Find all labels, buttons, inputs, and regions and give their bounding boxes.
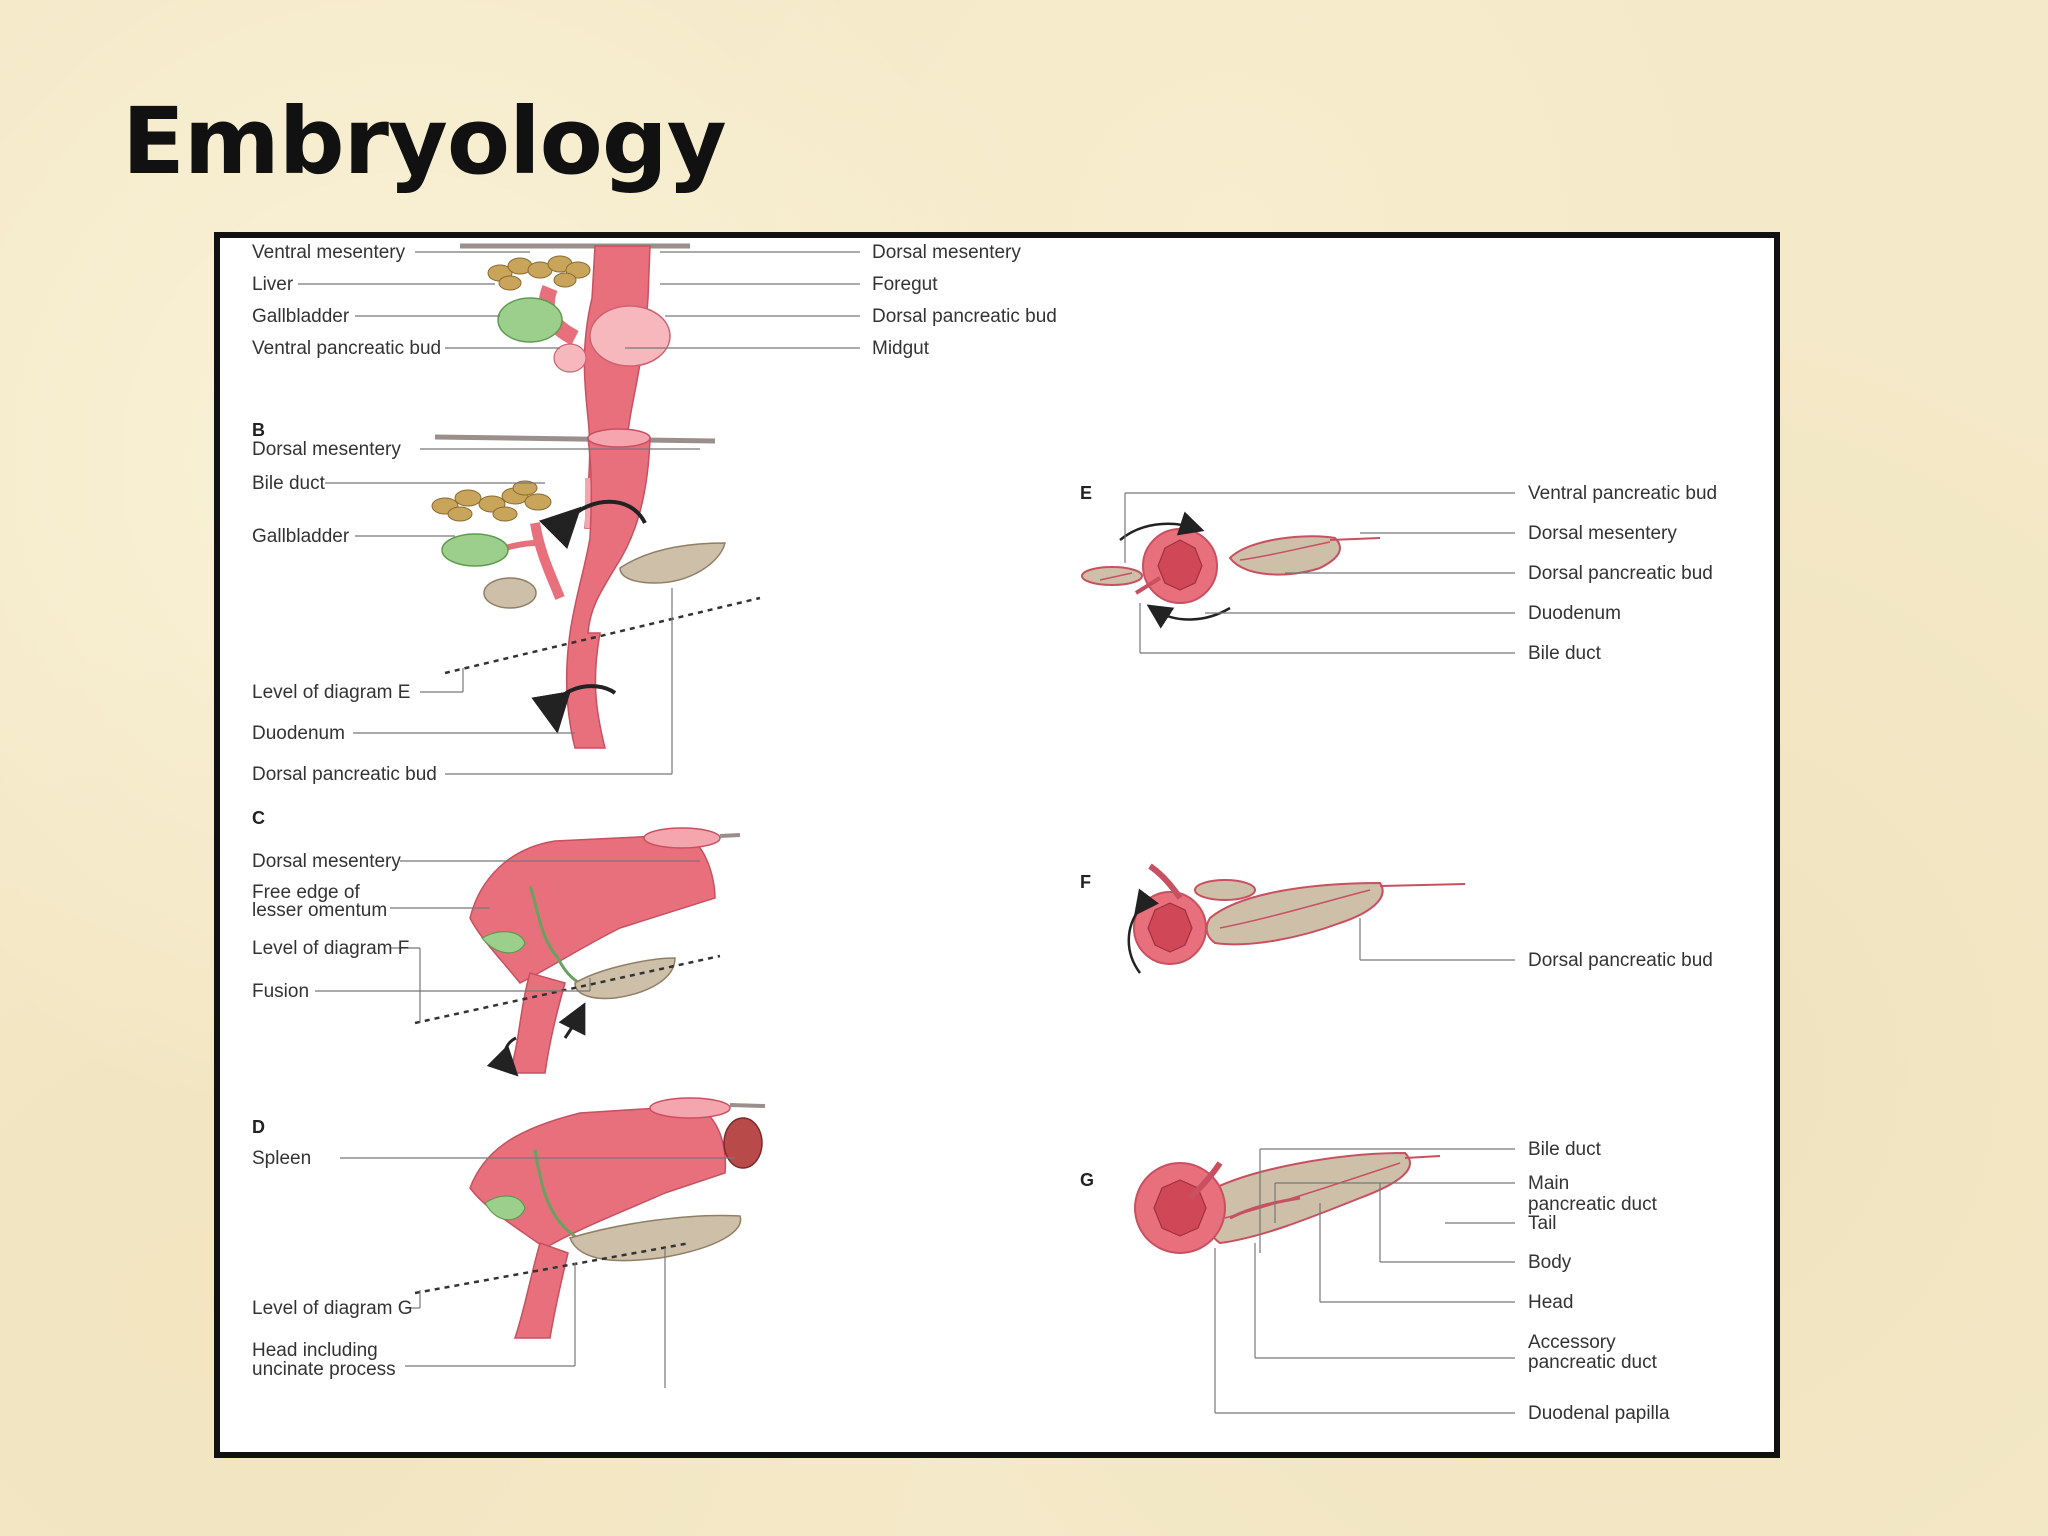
- label-lesser-omentum: lesser omentum: [252, 900, 387, 921]
- label-bile-duct-g: Bile duct: [1528, 1139, 1602, 1160]
- label-main-pancreatic-duct: pancreatic duct: [1528, 1194, 1658, 1215]
- label-dorsal-pancreatic-bud-f: Dorsal pancreatic bud: [1528, 950, 1713, 971]
- label-spleen: Spleen: [252, 1148, 311, 1169]
- mature-pancreas: [1202, 1151, 1411, 1245]
- gallbladder-b: [441, 533, 509, 567]
- pancreas-development-diagram: Ventral mesentery Liver Gallbladder Vent…: [252, 242, 1717, 1424]
- panel-letter-d: D: [252, 1117, 265, 1137]
- duodenum-c: [509, 972, 566, 1074]
- panel-letter-e: E: [1080, 483, 1092, 503]
- label-body: Body: [1528, 1252, 1572, 1273]
- label-level-diagram-g: Level of diagram G: [252, 1298, 413, 1319]
- ventral-bud-e: [1081, 566, 1143, 586]
- liver-cords-b: [431, 480, 552, 522]
- level-line-e: [444, 596, 761, 675]
- label-accessory: Accessory: [1528, 1332, 1616, 1353]
- label-fusion: Fusion: [252, 981, 309, 1002]
- label-duodenal-papilla: Duodenal papilla: [1528, 1403, 1670, 1424]
- label-gallbladder-b: Gallbladder: [252, 526, 350, 547]
- dorsal-pancreatic-bud-b: [619, 542, 726, 584]
- label-ventral-pancreatic-bud-e: Ventral pancreatic bud: [1528, 483, 1717, 504]
- label-accessory-pancreatic-duct: pancreatic duct: [1528, 1352, 1658, 1373]
- panel-g: G Bile duct Main pancreatic duct Tail Bo…: [1080, 1139, 1670, 1424]
- label-gallbladder-a: Gallbladder: [252, 306, 350, 327]
- liver-cords-a: [487, 255, 591, 291]
- label-dorsal-pancreatic-bud-e: Dorsal pancreatic bud: [1528, 563, 1713, 584]
- rotation-arrow-lower: [531, 684, 617, 734]
- label-bile-duct-e: Bile duct: [1528, 643, 1602, 664]
- bile-duct-b: [530, 522, 565, 600]
- panel-letter-c: C: [252, 808, 265, 828]
- gallbladder-c: [481, 931, 526, 954]
- level-line-f: [414, 954, 721, 1025]
- gallbladder-a: [497, 297, 563, 343]
- label-level-diagram-e: Level of diagram E: [252, 682, 410, 703]
- panel-b: B Dorsal mesentery Bile duct: [252, 420, 761, 785]
- label-dorsal-mesentery-b: Dorsal mesentery: [252, 439, 401, 460]
- label-ventral-mesentery: Ventral mesentery: [252, 242, 406, 263]
- ventral-pancreatic-bud-a: [553, 343, 587, 373]
- label-duodenum-b: Duodenum: [252, 723, 345, 744]
- label-ventral-pancreatic-bud-a: Ventral pancreatic bud: [252, 338, 441, 359]
- duodenum-d: [513, 1242, 569, 1339]
- gallbladder-d: [484, 1195, 526, 1221]
- stomach-d: [469, 1105, 727, 1249]
- label-liver: Liver: [252, 274, 294, 295]
- panel-e: E Ventral pancreatic bud Dorsal mesenter…: [1080, 483, 1717, 664]
- rotation-arrow-upper: [538, 499, 647, 550]
- label-midgut: Midgut: [872, 338, 930, 359]
- bile-duct-e: [1134, 576, 1162, 595]
- slide-title: Embryology: [122, 88, 727, 195]
- gut-lumen-d: [649, 1097, 731, 1119]
- label-dorsal-pancreatic-bud-b: Dorsal pancreatic bud: [252, 764, 437, 785]
- stomach-c: [469, 834, 716, 984]
- panel-letter-b: B: [252, 420, 265, 440]
- label-head-including: Head including: [252, 1340, 378, 1361]
- panel-letter-f: F: [1080, 872, 1091, 892]
- panel-letter-g: G: [1080, 1170, 1094, 1190]
- label-bile-duct-b: Bile duct: [252, 473, 326, 494]
- label-dorsal-mesentery-c: Dorsal mesentery: [252, 851, 401, 872]
- panel-f: F Dorsal pancreatic bud: [1080, 863, 1713, 974]
- label-level-diagram-f: Level of diagram F: [252, 938, 409, 959]
- label-foregut: Foregut: [872, 274, 938, 295]
- level-line-g: [414, 1241, 691, 1295]
- label-duodenum-e: Duodenum: [1528, 603, 1621, 624]
- label-tail: Tail: [1528, 1213, 1557, 1234]
- label-dorsal-mesentery-a: Dorsal mesentery: [872, 242, 1021, 263]
- spleen: [723, 1117, 763, 1169]
- accessory-duct: [1229, 1196, 1301, 1220]
- panel-c: C Dorsal mesentery Free edge of lesser o…: [252, 808, 741, 1077]
- dorsal-bud-e: [1228, 535, 1341, 576]
- label-uncinate-process: uncinate process: [252, 1359, 396, 1380]
- ventral-pancreatic-bud-b: [483, 577, 537, 609]
- label-free-edge: Free edge of: [252, 882, 360, 903]
- label-main: Main: [1528, 1173, 1569, 1194]
- label-dorsal-mesentery-e: Dorsal mesentery: [1528, 523, 1677, 544]
- gut-lumen-c: [643, 827, 721, 849]
- pancreas-d: [568, 1214, 742, 1262]
- label-dorsal-pancreatic-bud-a: Dorsal pancreatic bud: [872, 306, 1057, 327]
- duodenum-tube-b: [566, 437, 651, 749]
- gut-lumen-b: [587, 428, 651, 448]
- embryology-figure: Ventral mesentery Liver Gallbladder Vent…: [214, 232, 1780, 1458]
- panel-a: Ventral mesentery Liver Gallbladder Vent…: [252, 242, 1057, 529]
- dorsal-pancreatic-bud-a: [589, 305, 671, 367]
- label-head: Head: [1528, 1292, 1573, 1313]
- fused-pancreas-c: [574, 957, 676, 1000]
- panel-d: D Spleen Level of diagram G Head includi…: [252, 1097, 766, 1388]
- bile-duct-g: [1187, 1161, 1223, 1201]
